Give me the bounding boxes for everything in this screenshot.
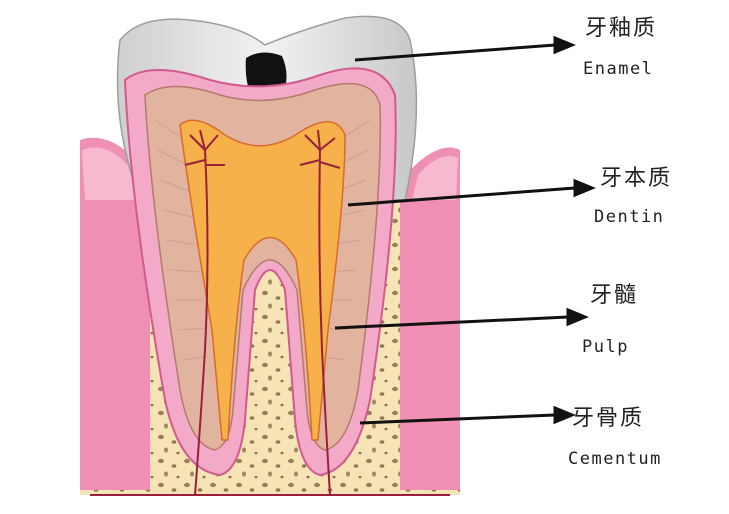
gum-tissue: [80, 137, 460, 490]
pulp-chamber: [179, 119, 346, 441]
label-pulp: 牙髓 Pulp: [582, 283, 638, 357]
label-enamel-en: Enamel: [583, 59, 653, 79]
label-dentin-zh: 牙本质: [600, 166, 672, 191]
label-dentin-en: Dentin: [594, 207, 664, 227]
label-pulp-en: Pulp: [582, 337, 629, 357]
label-cementum-zh: 牙骨质: [572, 406, 644, 431]
label-enamel-zh: 牙釉质: [585, 16, 657, 41]
label-arrows: [334, 35, 596, 425]
pulp-nerves: [90, 129, 450, 496]
label-dentin: 牙本质 Dentin: [594, 166, 672, 227]
label-pulp-zh: 牙髓: [590, 283, 638, 308]
label-cementum-en: Cementum: [568, 449, 662, 469]
label-cementum: 牙骨质 Cementum: [568, 406, 662, 469]
label-enamel: 牙釉质 Enamel: [583, 16, 657, 79]
